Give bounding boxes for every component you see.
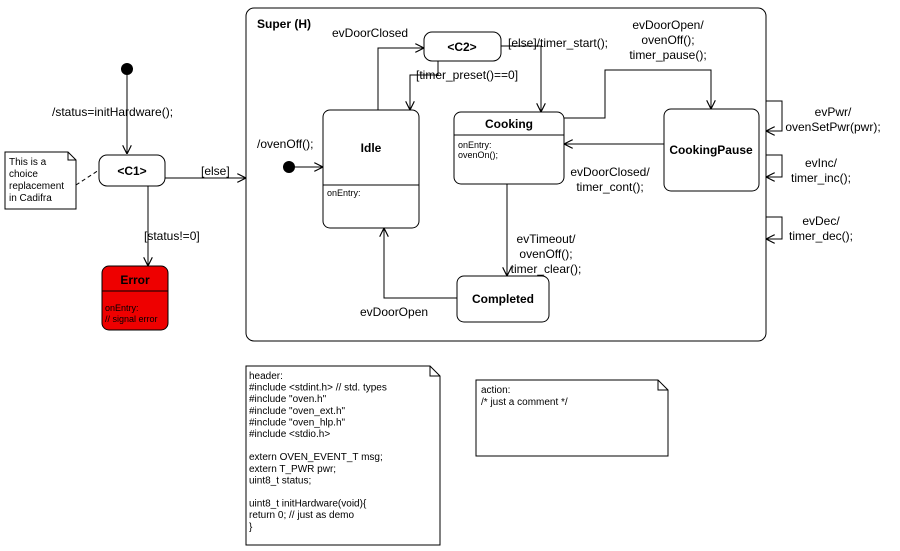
header-note-line: return 0; // just as demo xyxy=(249,510,354,521)
edge-cooking-pause xyxy=(564,69,711,119)
ev-inc-label: timer_inc(); xyxy=(791,171,851,185)
oven-off-init-label: /ovenOff(); xyxy=(257,137,313,151)
edge-completed-idle xyxy=(384,228,457,299)
idle-entry-line: onEntry: xyxy=(327,188,361,198)
ev-dec-label: evDec/ xyxy=(802,214,840,228)
state-cooking-pause[interactable]: CookingPause xyxy=(663,108,760,192)
initial-pseudostate xyxy=(121,63,133,75)
ev-door-closed-label: evDoorClosed xyxy=(332,26,408,40)
error-state-name: Error xyxy=(120,273,150,287)
state-completed[interactable]: Completed xyxy=(456,275,550,323)
header-note-line: } xyxy=(249,522,253,533)
timeout-label: ovenOff(); xyxy=(519,247,572,261)
header-note-line: #include <stdint.h> // std. types xyxy=(249,383,387,394)
choice-note-line: replacement xyxy=(9,181,64,192)
completed-state-name: Completed xyxy=(472,292,534,306)
idle-state-name: Idle xyxy=(361,141,382,155)
timeout-label: timer_clear(); xyxy=(511,262,582,276)
super-state-title: Super (H) xyxy=(257,17,311,31)
door-open-pause-label: ovenOff(); xyxy=(641,33,694,47)
state-error[interactable]: Error onEntry: // signal error xyxy=(101,265,169,331)
choice-note-line: This is a xyxy=(9,157,47,168)
ev-dec-label: timer_dec(); xyxy=(789,229,853,243)
timer-preset-label: [timer_preset()==0] xyxy=(416,68,518,82)
choice-c1[interactable]: <C1> xyxy=(98,154,166,187)
edge-self-inc xyxy=(766,154,783,177)
door-open-idle-label: evDoorOpen xyxy=(360,305,428,319)
edge-c2-cooking xyxy=(501,45,541,112)
choice-note: This is a choice replacement in Cadifra xyxy=(4,151,77,210)
error-entry-line: onEntry: xyxy=(105,303,139,313)
choice-note-line: in Cadifra xyxy=(9,193,52,204)
header-note-line: uint8_t initHardware(void){ xyxy=(249,499,367,510)
door-open-pause-label: timer_pause(); xyxy=(629,48,706,62)
ev-pwr-label: evPwr/ xyxy=(815,105,852,119)
ev-pwr-label: ovenSetPwr(pwr); xyxy=(785,120,880,134)
status-error-label: [status!=0] xyxy=(144,229,200,243)
header-note-line: #include "oven.h" xyxy=(249,394,327,405)
header-note-line: #include "oven_ext.h" xyxy=(249,406,346,417)
choice-c2-label: <C2> xyxy=(447,40,476,54)
door-closed-cont-label: timer_cont(); xyxy=(576,180,643,194)
header-note-line: extern OVEN_EVENT_T msg; xyxy=(249,452,383,463)
header-note-line: uint8_t status; xyxy=(249,475,311,486)
action-note: action: /* just a comment */ xyxy=(475,379,669,457)
edge-idle-c2 xyxy=(377,48,424,110)
timeout-label: evTimeout/ xyxy=(517,232,577,246)
note-anchor-line xyxy=(75,169,100,186)
choice-c2[interactable]: <C2> xyxy=(423,31,502,62)
cooking-entry-line: ovenOn(); xyxy=(458,150,498,160)
action-note-line: /* just a comment */ xyxy=(481,397,568,408)
state-cooking[interactable]: Cooking onEntry: ovenOn(); xyxy=(453,111,565,185)
edge-c2-idle xyxy=(410,61,439,110)
cooking-entry-line: onEntry: xyxy=(458,140,492,150)
header-note-line: #include "oven_hlp.h" xyxy=(249,417,346,428)
header-note-line: header: xyxy=(249,371,283,382)
else-timer-start-label: [else]/timer_start(); xyxy=(508,36,608,50)
header-note-line: #include <stdio.h> xyxy=(249,429,330,440)
header-note-line: extern T_PWR pwr; xyxy=(249,464,336,475)
else-c1-label: [else] xyxy=(201,164,230,178)
error-entry-line: // signal error xyxy=(105,314,158,324)
action-note-line: action: xyxy=(481,385,510,396)
state-idle[interactable]: Idle onEntry: xyxy=(322,109,420,229)
init-transition-label: /status=initHardware(); xyxy=(52,105,173,119)
header-note: header:#include <stdint.h> // std. types… xyxy=(245,365,441,546)
cooking-state-name: Cooking xyxy=(485,117,533,131)
door-closed-cont-label: evDoorClosed/ xyxy=(570,165,650,179)
door-open-pause-label: evDoorOpen/ xyxy=(632,18,704,32)
edge-self-pwr xyxy=(766,100,783,131)
ev-inc-label: evInc/ xyxy=(805,156,838,170)
edge-self-dec xyxy=(766,216,783,239)
cooking-pause-state-name: CookingPause xyxy=(669,143,753,157)
choice-note-line: choice xyxy=(9,169,38,180)
inner-initial-pseudostate xyxy=(283,161,295,173)
choice-c1-label: <C1> xyxy=(117,164,146,178)
